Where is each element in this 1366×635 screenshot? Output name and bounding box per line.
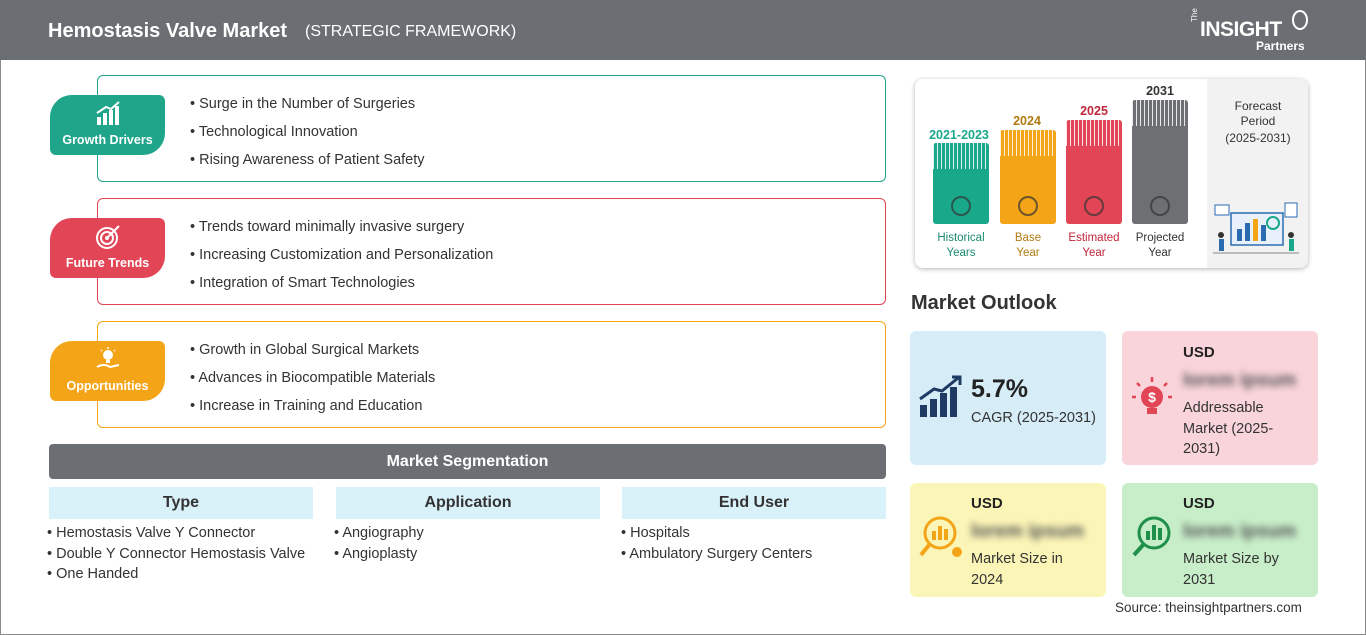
segment-list-end-user: Hospitals Ambulatory Surgery Centers — [621, 525, 812, 566]
logo-ring-icon — [1292, 10, 1308, 30]
logo-insight-text: INSIGHT — [1200, 18, 1282, 41]
target-icon — [96, 225, 120, 249]
list-item: Hospitals — [621, 525, 812, 546]
list-item: Angioplasty — [334, 546, 424, 567]
future-trends-label: Future Trends — [65, 256, 150, 270]
list-item: Angiography — [334, 525, 423, 546]
opportunities-label: Opportunities — [66, 379, 149, 393]
segment-list-application: Angiography Angioplasty — [334, 525, 424, 567]
future-trends-badge: Future Trends — [50, 218, 165, 278]
opportunities-list: Growth in Global Surgical Markets Advanc… — [190, 341, 435, 425]
period-bar-base — [1000, 130, 1056, 224]
list-item: Ambulatory Surgery Centers — [621, 546, 812, 567]
period-bar-projected — [1132, 100, 1188, 224]
addressable-currency: USD — [1183, 344, 1215, 361]
market-outlook-title: Market Outlook — [911, 292, 1057, 314]
segment-list-type: Hemostasis Valve Y Connector Double Y Co… — [47, 525, 305, 587]
opportunities-badge: Opportunities — [50, 341, 165, 401]
size-2031-currency: USD — [1183, 495, 1215, 512]
period-bar-historical — [933, 143, 989, 224]
list-item: Surge in the Number of Surgeries — [190, 95, 425, 123]
addressable-value: lorem ipsum — [1183, 370, 1296, 391]
cagr-label: CAGR (2025-2031) — [971, 410, 1096, 426]
estimate-icon — [1084, 196, 1104, 216]
growth-drivers-list: Surge in the Number of Surgeries Technol… — [190, 95, 425, 179]
history-icon — [951, 196, 971, 216]
growth-drivers-label: Growth Drivers — [62, 133, 153, 147]
page-subtitle: (STRATEGIC FRAMEWORK) — [305, 23, 517, 40]
growth-chart-icon — [96, 101, 120, 125]
list-item: Integration of Smart Technologies — [190, 274, 493, 302]
size-2024-value: lorem ipsum — [971, 521, 1084, 542]
calendar-icon — [1018, 196, 1038, 216]
list-item: Increasing Customization and Personaliza… — [190, 246, 493, 274]
list-item: Increase in Training and Education — [190, 397, 435, 425]
period-bar-estimated — [1066, 120, 1122, 224]
presentation-icon — [1150, 196, 1170, 216]
size-2031-value: lorem ipsum — [1183, 521, 1296, 542]
segment-heading-type: Type — [49, 487, 313, 519]
list-item: Growth in Global Surgical Markets — [190, 341, 435, 369]
header-bar: Hemostasis Valve Market (STRATEGIC FRAME… — [0, 0, 1366, 60]
page-title: Hemostasis Valve Market — [48, 20, 288, 42]
period-year-base: 2024 — [1013, 114, 1041, 128]
cagr-value: 5.7% — [971, 375, 1028, 403]
list-item: Advances in Biocompatible Materials — [190, 369, 435, 397]
list-item: Technological Innovation — [190, 123, 425, 151]
lightbulb-hand-icon — [96, 347, 120, 369]
logo-the-text: The — [1190, 8, 1199, 22]
idea-dollar-icon: $ — [1132, 377, 1172, 414]
cagr-card: 5.7% CAGR (2025-2031) — [910, 331, 1106, 465]
list-item: Rising Awareness of Patient Safety — [190, 151, 424, 179]
source-link[interactable]: Source: theinsightpartners.com — [1115, 600, 1302, 615]
analytics-illustration-icon — [1213, 202, 1299, 254]
growth-drivers-box: Surge in the Number of Surgeries Technol… — [97, 75, 886, 182]
growth-drivers-badge: Growth Drivers — [50, 95, 165, 155]
analysis-magnifier-icon — [919, 516, 962, 557]
size-2024-currency: USD — [971, 495, 1003, 512]
list-item: Double Y Connector Hemostasis Valve — [47, 546, 305, 567]
period-year-projected: 2031 — [1146, 84, 1174, 98]
segmentation-title: Market Segmentation — [49, 444, 886, 479]
segment-heading-end-user: End User — [622, 487, 886, 519]
future-trends-box: Trends toward minimally invasive surgery… — [97, 198, 886, 305]
insight-partners-logo[interactable]: The INSIGHT Partners — [1190, 8, 1310, 54]
list-item: One Handed — [47, 566, 305, 587]
svg-text:$: $ — [1148, 389, 1156, 405]
opportunities-box: Growth in Global Surgical Markets Advanc… — [97, 321, 886, 428]
logo-partners-text: Partners — [1256, 39, 1305, 53]
list-item: Hemostasis Valve Y Connector — [47, 525, 305, 546]
analysis-magnifier-icon — [1132, 516, 1171, 557]
period-year-historical: 2021-2023 — [929, 128, 989, 142]
segment-heading-application: Application — [336, 487, 600, 519]
future-trends-list: Trends toward minimally invasive surgery… — [190, 218, 493, 302]
list-item: Trends toward minimally invasive surgery — [190, 218, 493, 246]
growth-chart-icon — [919, 375, 962, 417]
period-year-estimated: 2025 — [1080, 104, 1108, 118]
